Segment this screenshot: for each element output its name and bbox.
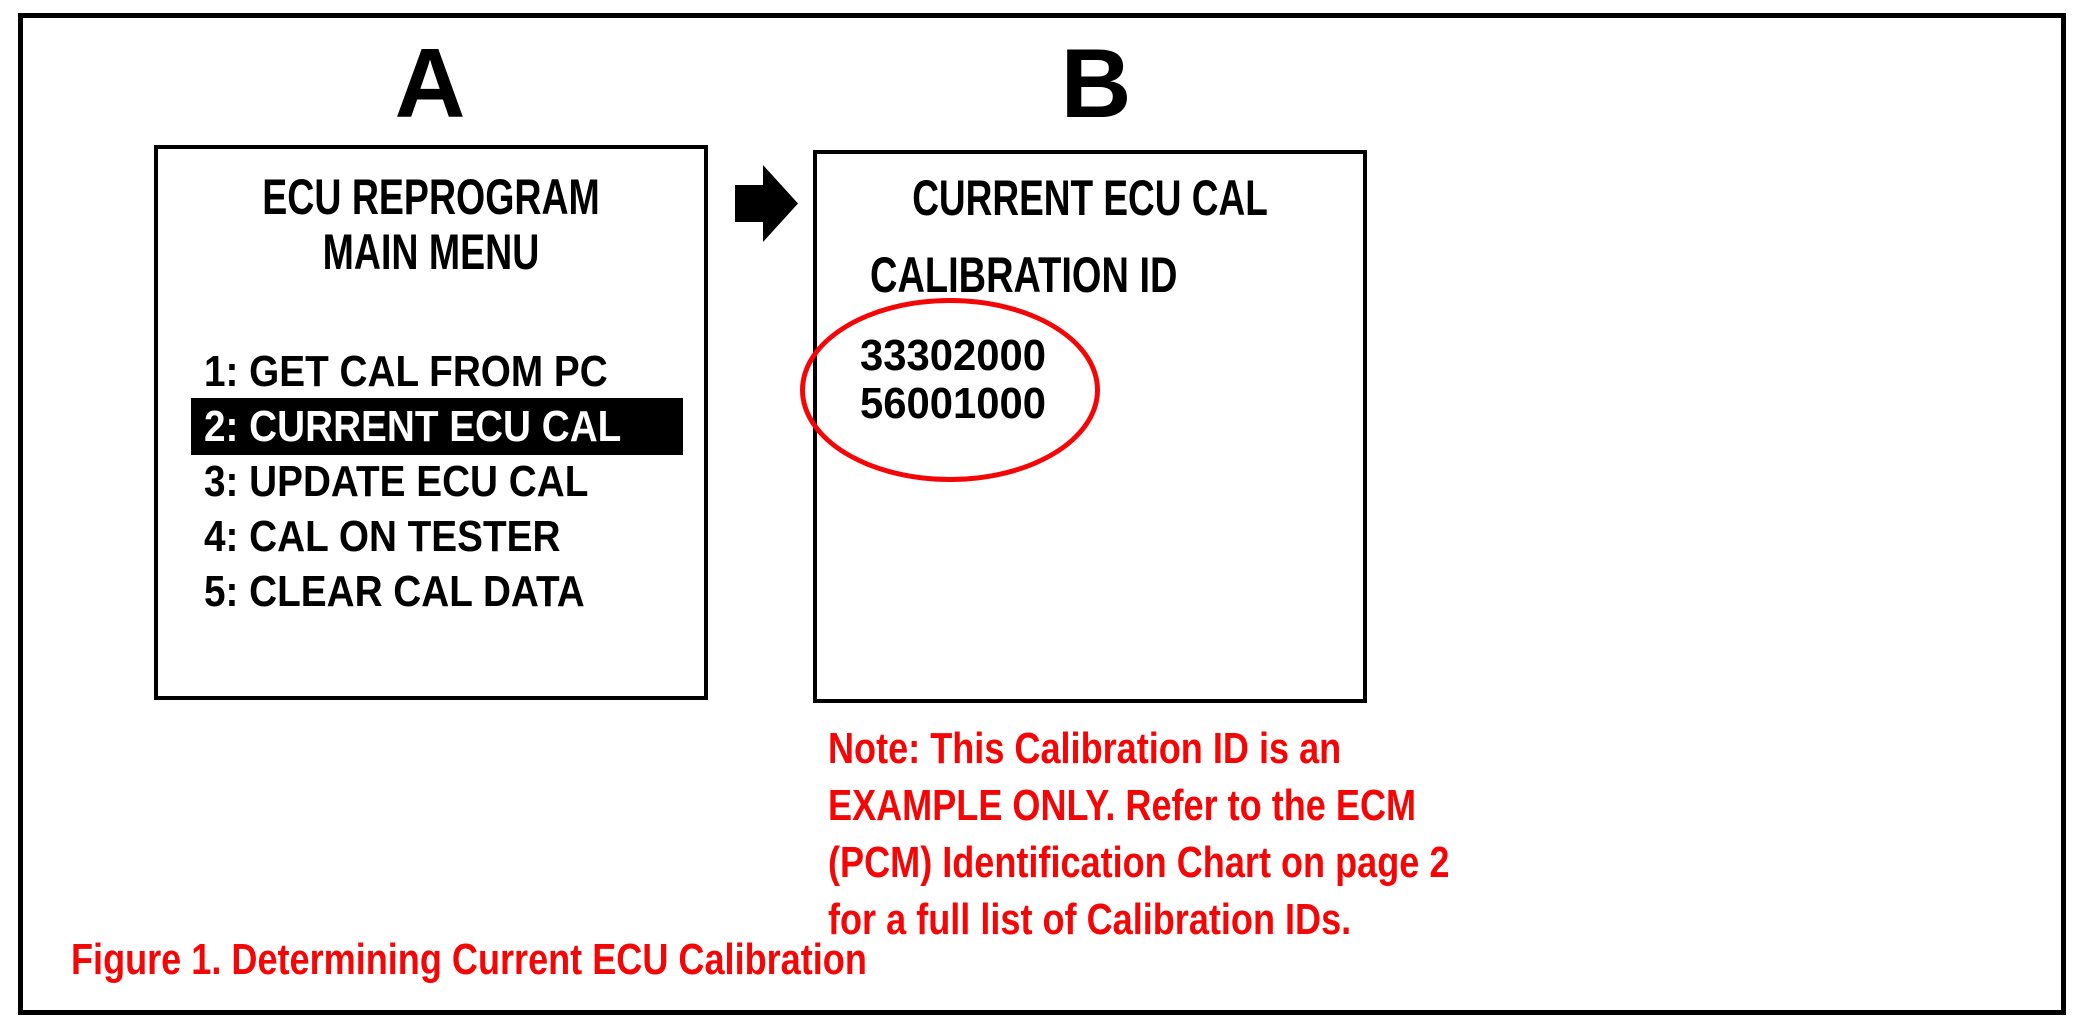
panel-a-label: A: [394, 28, 466, 138]
screen-a-title-line2: MAIN MENU: [322, 224, 540, 280]
note-line-1: Note: This Calibration ID is an: [828, 724, 1342, 773]
menu-item-2-label: 2: CURRENT ECU CAL: [204, 402, 622, 451]
tester-screen-a: ECU REPROGRAM MAIN MENU 1: GET CAL FROM …: [154, 145, 708, 700]
note-line-2: EXAMPLE ONLY. Refer to the ECM: [828, 781, 1417, 830]
right-block-arrow-icon: [735, 165, 798, 242]
note-line-3: (PCM) Identification Chart on page 2: [828, 838, 1450, 887]
menu-item-1: 1: GET CAL FROM PC: [158, 344, 704, 399]
note-text: Note: This Calibration ID is an EXAMPLE …: [828, 720, 1449, 948]
screen-a-title: ECU REPROGRAM MAIN MENU: [226, 170, 636, 280]
menu-item-4: 4: CAL ON TESTER: [158, 509, 704, 564]
screen-a-title-line1: ECU REPROGRAM: [262, 169, 600, 225]
figure-caption: Figure 1. Determining Current ECU Calibr…: [71, 935, 867, 984]
screen-b-subheader: CALIBRATION ID: [870, 247, 1178, 303]
menu-item-5: 5: CLEAR CAL DATA: [158, 564, 704, 619]
calibration-id-highlight-ellipse: [800, 298, 1100, 482]
menu-item-2-highlighted: 2: CURRENT ECU CAL: [191, 398, 683, 455]
figure-border: [18, 13, 2066, 1015]
screen-b-header: CURRENT ECU CAL: [912, 170, 1268, 226]
menu-item-1-label: 1: GET CAL FROM PC: [204, 347, 608, 396]
menu-item-5-label: 5: CLEAR CAL DATA: [204, 567, 585, 616]
note-line-4: for a full list of Calibration IDs.: [828, 895, 1352, 944]
menu-item-3: 3: UPDATE ECU CAL: [158, 454, 704, 509]
menu-item-4-label: 4: CAL ON TESTER: [204, 512, 561, 561]
panel-b-label: B: [1060, 28, 1132, 138]
menu-item-3-label: 3: UPDATE ECU CAL: [204, 457, 589, 506]
tester-screen-b: CURRENT ECU CAL CALIBRATION ID 33302000 …: [800, 150, 1367, 703]
